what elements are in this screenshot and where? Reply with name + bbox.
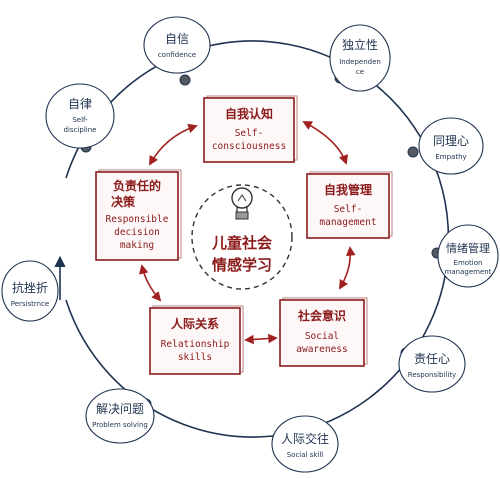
bubble-zh: 抗挫折 bbox=[12, 280, 48, 295]
core-self-management: 自我管理 Self- management bbox=[306, 171, 393, 239]
bubble-self-discipline: 自律 Self- discipline bbox=[45, 83, 115, 149]
bubble-en: Social skill bbox=[287, 451, 324, 459]
core-en: decision bbox=[114, 227, 160, 238]
bubble-en: management bbox=[445, 268, 492, 276]
bubble-en: Persistrnce bbox=[11, 300, 50, 308]
center-title-2: 情感学习 bbox=[212, 256, 272, 274]
bubble-en: Empathy bbox=[435, 153, 466, 161]
center-title-1: 儿童社会 bbox=[211, 234, 272, 252]
bubble-persistence: 抗挫折 Persistrnce bbox=[1, 260, 59, 322]
lightbulb-icon bbox=[231, 187, 253, 220]
arrow bbox=[138, 264, 162, 302]
core-zh: 社会意识 bbox=[297, 308, 346, 323]
bubble-confidence: 自信 confidence bbox=[143, 16, 211, 74]
bubble-en: Problem solving bbox=[92, 421, 148, 429]
core-zh: 自我认知 bbox=[225, 106, 273, 121]
bubble-responsibility: 责任心 Responsibility bbox=[398, 335, 466, 393]
core-zh: 自我管理 bbox=[324, 182, 372, 197]
core-en: skills bbox=[178, 352, 212, 363]
core-en: Self- bbox=[235, 128, 264, 139]
core-zh: 人际关系 bbox=[171, 316, 219, 331]
bubble-en: Independen bbox=[339, 58, 381, 66]
bubble-en: Self- bbox=[72, 116, 88, 124]
ring-dot bbox=[407, 146, 419, 158]
bubble-emotion-management: 情绪管理 Emotion management bbox=[437, 224, 499, 288]
core-en: Relationship bbox=[161, 339, 230, 350]
bubble-en: ce bbox=[356, 68, 364, 76]
arrow bbox=[302, 121, 349, 165]
bubble-independence: 独立性 Independen ce bbox=[329, 24, 391, 92]
core-en: awareness bbox=[296, 344, 347, 355]
core-en: consciousness bbox=[212, 141, 286, 152]
bubble-zh: 责任心 bbox=[414, 352, 450, 366]
bubble-zh: 自律 bbox=[68, 97, 92, 111]
core-self-awareness: 自我认知 Self- consciousness bbox=[203, 95, 298, 163]
bubble-zh: 解决问题 bbox=[96, 402, 144, 416]
bubble-zh: 自信 bbox=[165, 32, 189, 46]
ring-dot bbox=[179, 74, 191, 86]
core-en: management bbox=[319, 217, 376, 228]
arrow bbox=[244, 333, 278, 345]
cycle-arrows bbox=[138, 121, 356, 345]
bubble-en: confidence bbox=[158, 51, 196, 59]
arrow bbox=[149, 123, 198, 166]
core-relationship-skills: 人际关系 Relationship skills bbox=[149, 305, 244, 375]
bubble-en: Emotion bbox=[454, 259, 483, 267]
core-social-awareness: 社会意识 Social awareness bbox=[279, 297, 368, 367]
bubble-zh: 情绪管理 bbox=[446, 241, 490, 255]
core-responsible-decision: 负责任的 决策 Responsible decision making bbox=[95, 169, 182, 261]
bubble-en: discipline bbox=[64, 126, 97, 134]
core-zh: 负责任的 bbox=[113, 178, 161, 193]
core-en: Self- bbox=[334, 204, 363, 215]
core-en: Social bbox=[305, 331, 339, 342]
core-en: Responsible bbox=[106, 214, 169, 225]
core-en: making bbox=[120, 240, 154, 251]
core-zh: 决策 bbox=[111, 194, 136, 209]
bubble-problem-solving: 解决问题 Problem solving bbox=[85, 388, 155, 444]
arrow bbox=[339, 246, 356, 290]
bubble-en: Responsibility bbox=[408, 371, 456, 379]
bubble-social-skill: 人际交往 Social skill bbox=[271, 415, 339, 473]
bubble-empathy: 同理心 Empathy bbox=[418, 117, 484, 175]
bubble-zh: 同理心 bbox=[433, 134, 469, 148]
bubble-zh: 独立性 bbox=[342, 37, 378, 52]
center-node: 儿童社会 情感学习 bbox=[191, 184, 293, 290]
bubble-zh: 人际交往 bbox=[281, 431, 329, 446]
